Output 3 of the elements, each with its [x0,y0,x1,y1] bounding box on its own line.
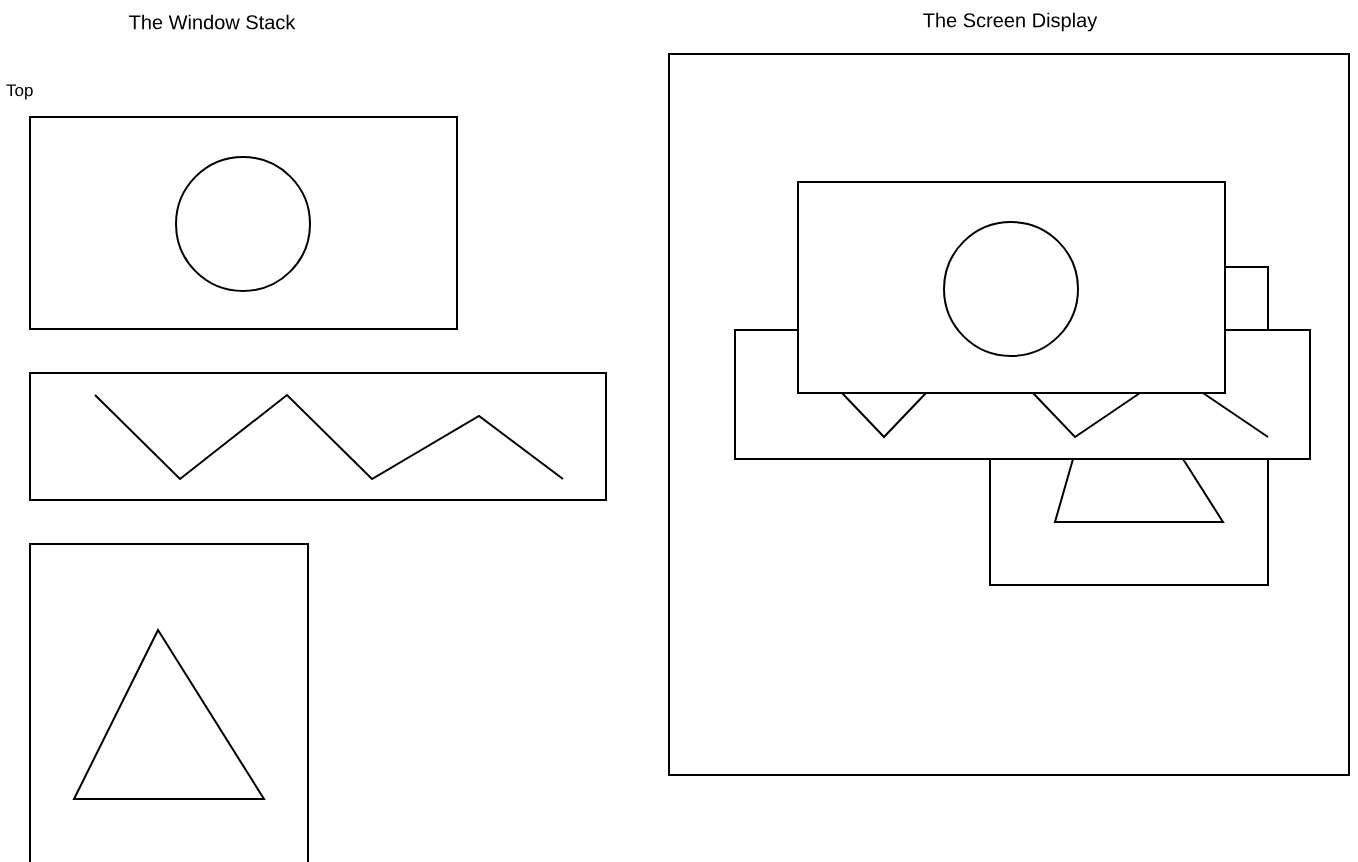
heading: The Screen Display [923,12,1098,32]
heading: The Window Stack [129,14,296,30]
stack-top-label: Top [6,84,33,100]
